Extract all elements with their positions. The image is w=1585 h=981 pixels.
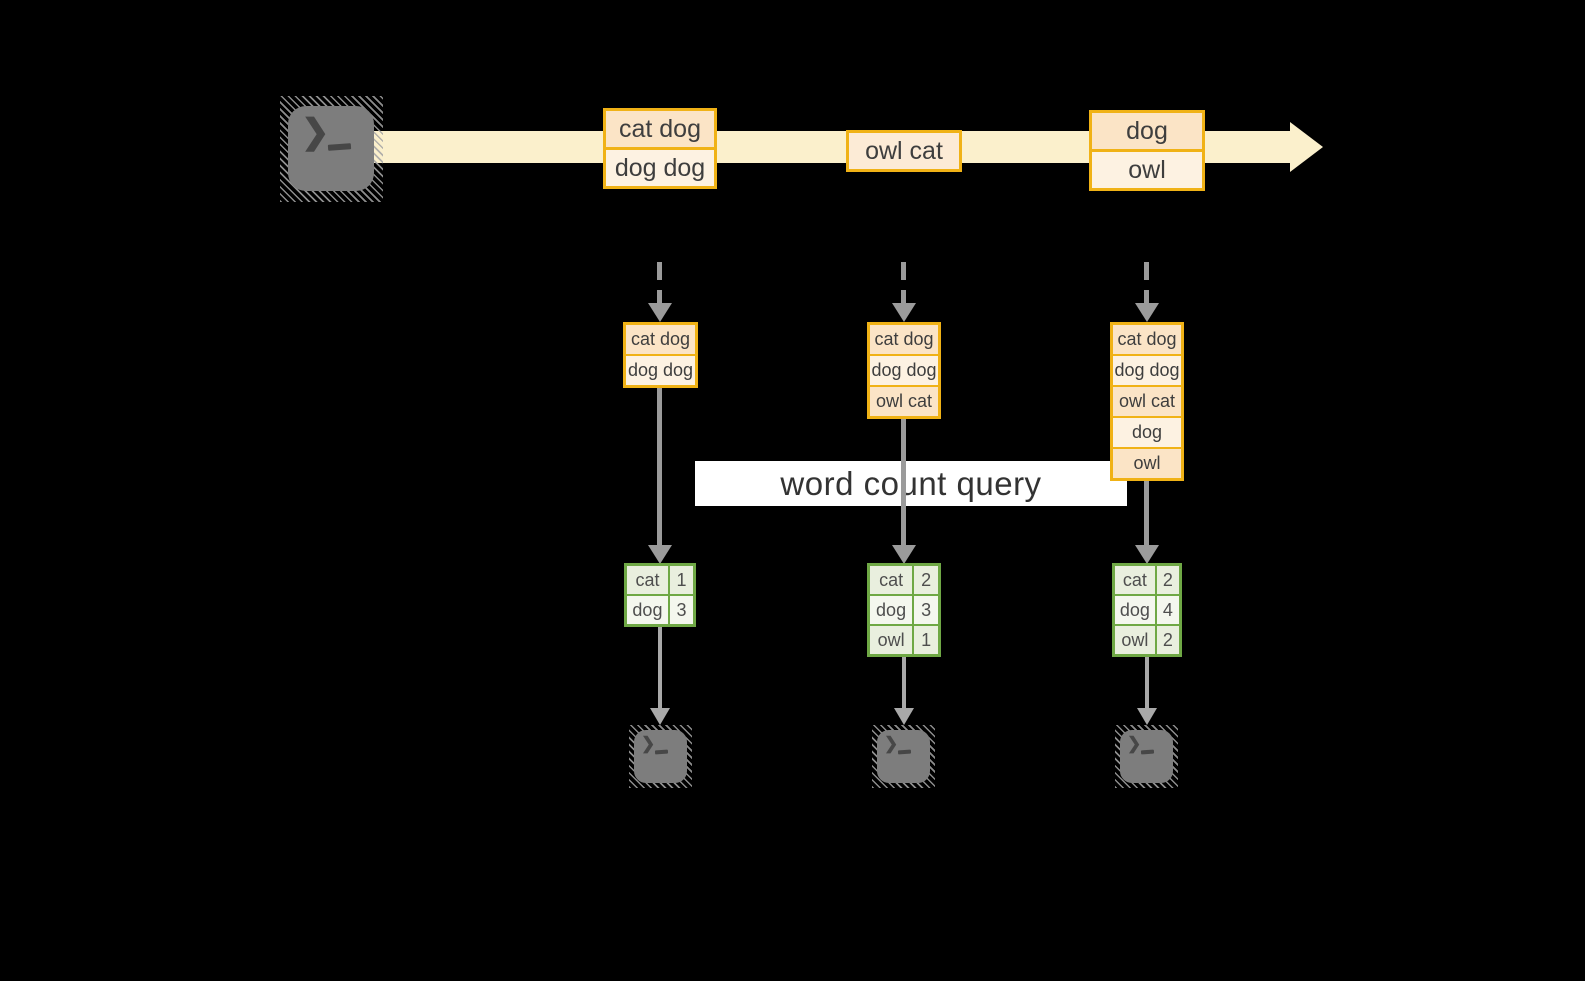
count-word: dog — [627, 596, 668, 624]
terminal-source-body: ❯ — [288, 106, 374, 191]
ingest-arrowhead-3 — [1135, 303, 1159, 322]
stream-record-1: cat dog dog dog — [603, 108, 717, 189]
output-arrow-line-1 — [658, 627, 662, 708]
count-value: 4 — [1156, 596, 1179, 624]
count-value: 2 — [1156, 566, 1179, 594]
output-arrow-line-3 — [1145, 657, 1149, 708]
query-arrowhead-1 — [648, 545, 672, 564]
terminal-sink-body: ❯ — [634, 730, 687, 783]
query-label: word count query — [780, 464, 1042, 502]
count-row: owl 1 — [870, 626, 938, 654]
query-arrow-line-1 — [657, 386, 662, 546]
terminal-sink-body: ❯ — [1120, 730, 1173, 783]
output-arrowhead-2 — [894, 708, 914, 725]
ingest-arrowhead-1 — [648, 303, 672, 322]
query-arrow-line-3 — [1144, 479, 1149, 546]
prompt-underscore-icon — [654, 749, 669, 755]
output-arrowhead-1 — [650, 708, 670, 725]
query-arrow-line-2 — [901, 414, 906, 546]
query-arrowhead-3 — [1135, 545, 1159, 564]
prompt-underscore-icon — [897, 749, 912, 755]
stream-arrowhead — [1290, 122, 1323, 172]
ingest-arrow-line-2 — [901, 262, 906, 304]
buffer-row: dog — [1113, 418, 1181, 447]
count-table-1: cat 1 dog 3 — [624, 563, 696, 627]
prompt-chevron-icon: ❯ — [884, 734, 899, 753]
count-row: cat 2 — [1115, 566, 1179, 594]
count-table-2: cat 2 dog 3 owl 1 — [867, 563, 941, 657]
count-value: 1 — [914, 626, 938, 654]
buffer-row: owl cat — [870, 387, 938, 416]
terminal-sink-icon-3: ❯ — [1115, 725, 1178, 788]
terminal-source-icon: ❯ — [280, 96, 383, 202]
count-row: dog 3 — [627, 596, 693, 624]
prompt-chevron-icon: ❯ — [301, 113, 330, 151]
count-value: 3 — [669, 596, 693, 624]
count-row: dog 4 — [1115, 596, 1179, 624]
count-word: cat — [627, 566, 668, 594]
stream-record-3: dog owl — [1089, 110, 1205, 191]
query-arrowhead-2 — [892, 545, 916, 564]
count-value: 3 — [914, 596, 938, 624]
buffer-row: cat dog — [1113, 325, 1181, 354]
count-word: owl — [870, 626, 913, 654]
count-word: cat — [1115, 566, 1155, 594]
prompt-chevron-icon: ❯ — [641, 734, 656, 753]
count-value: 2 — [914, 566, 938, 594]
buffer-row: dog dog — [626, 356, 695, 385]
output-arrow-line-2 — [902, 657, 906, 708]
buffer-row: dog dog — [870, 356, 938, 385]
record-line: cat dog — [606, 111, 714, 147]
output-arrowhead-3 — [1137, 708, 1157, 725]
terminal-sink-icon-2: ❯ — [872, 725, 935, 788]
prompt-underscore-icon — [1140, 749, 1155, 755]
buffer-row: cat dog — [626, 325, 695, 354]
terminal-sink-body: ❯ — [877, 730, 930, 783]
count-word: owl — [1115, 626, 1155, 654]
query-label-band: word count query — [695, 461, 1127, 506]
stream-record-2: owl cat — [846, 130, 962, 172]
count-row: owl 2 — [1115, 626, 1179, 654]
count-word: dog — [1115, 596, 1155, 624]
ingest-arrow-line-3 — [1144, 262, 1149, 304]
buffer-stack-2: cat dog dog dog owl cat — [867, 322, 941, 419]
count-word: cat — [870, 566, 913, 594]
buffer-stack-1: cat dog dog dog — [623, 322, 698, 388]
count-row: dog 3 — [870, 596, 938, 624]
buffer-row: owl cat — [1113, 387, 1181, 416]
prompt-chevron-icon: ❯ — [1127, 734, 1142, 753]
ingest-arrowhead-2 — [892, 303, 916, 322]
record-line: dog — [1092, 113, 1202, 149]
count-word: dog — [870, 596, 913, 624]
record-line: dog dog — [606, 150, 714, 186]
terminal-sink-icon-1: ❯ — [629, 725, 692, 788]
count-row: cat 2 — [870, 566, 938, 594]
count-row: cat 1 — [627, 566, 693, 594]
prompt-underscore-icon — [327, 143, 352, 151]
record-line: owl cat — [849, 133, 959, 169]
buffer-row: dog dog — [1113, 356, 1181, 385]
buffer-stack-3: cat dog dog dog owl cat dog owl — [1110, 322, 1184, 481]
buffer-row: owl — [1113, 449, 1181, 478]
count-table-3: cat 2 dog 4 owl 2 — [1112, 563, 1182, 657]
record-line: owl — [1092, 152, 1202, 188]
count-value: 2 — [1156, 626, 1179, 654]
count-value: 1 — [669, 566, 693, 594]
buffer-row: cat dog — [870, 325, 938, 354]
ingest-arrow-line-1 — [657, 262, 662, 304]
